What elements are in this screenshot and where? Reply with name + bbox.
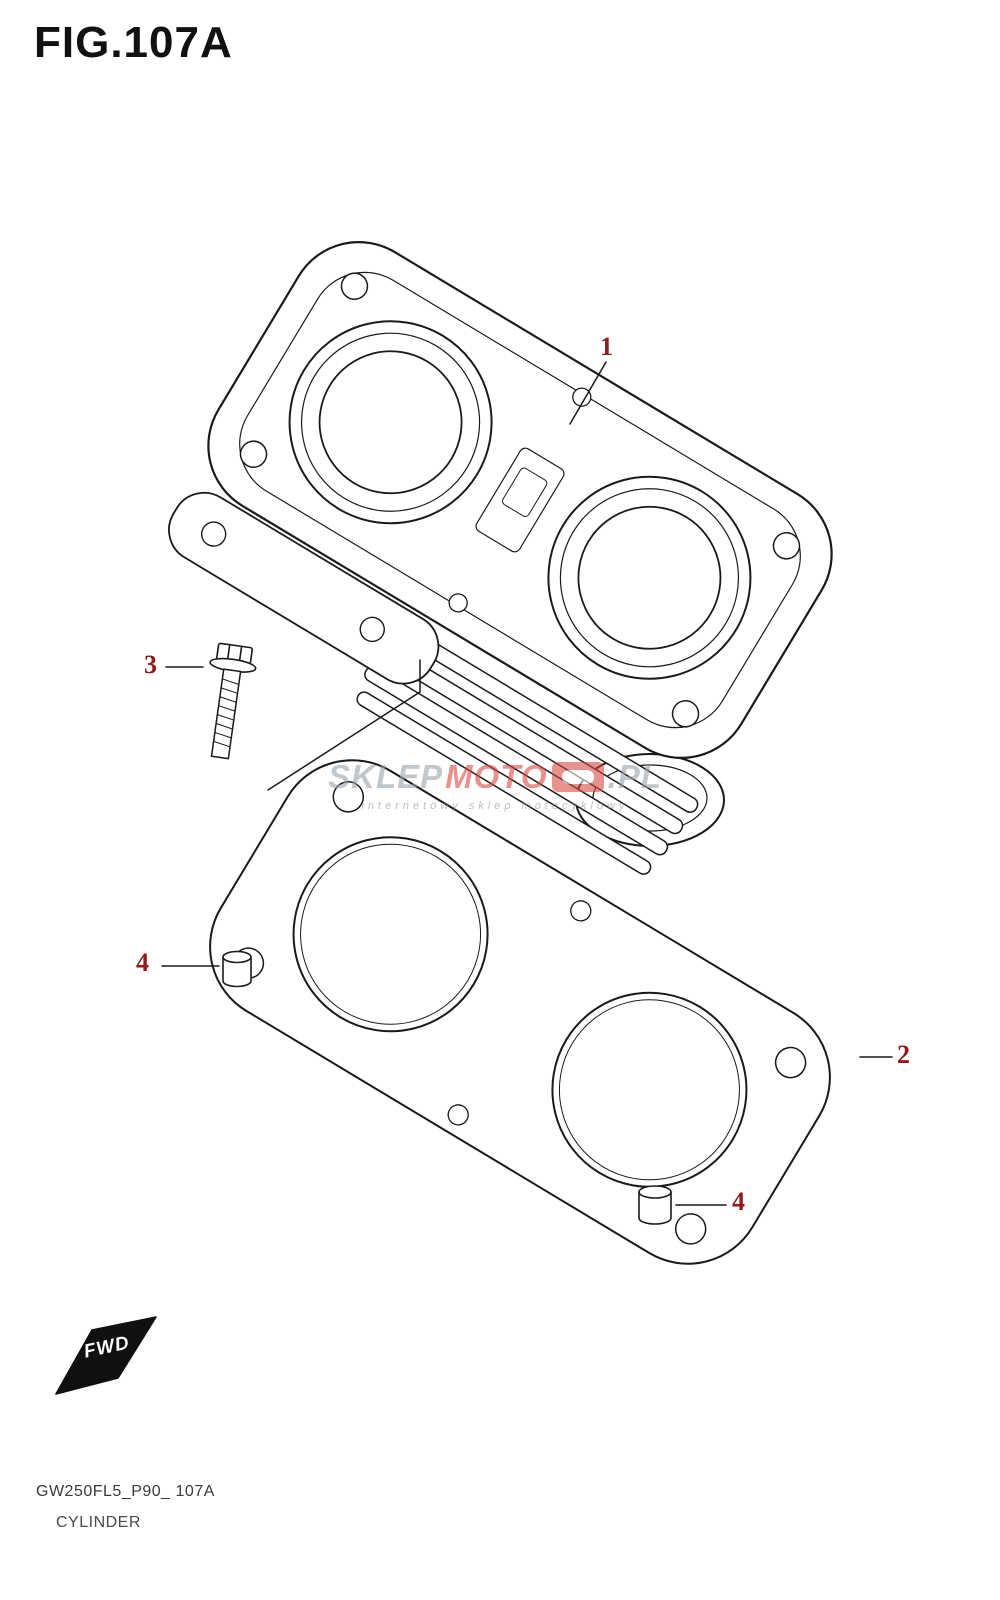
watermark-tagline: internetowy sklep motocyklowy [361, 800, 629, 812]
footer-part-name: CYLINDER [56, 1514, 141, 1531]
footer-part-code: GW250FL5_P90_ 107A [36, 1483, 215, 1500]
callout-2: 2 [897, 1040, 910, 1069]
callout-4a: 4 [136, 948, 149, 977]
bolt-drawing [209, 642, 257, 760]
fwd-arrow-icon [55, 1316, 157, 1395]
watermark-brand-mid: MOTO [445, 758, 548, 795]
watermark-logo-icon [551, 762, 604, 792]
watermark-brand-prefix: SKLEP [328, 758, 444, 795]
leader-line-1 [569, 361, 607, 425]
watermark-brand: SKLEP MOTO .PL [285, 758, 705, 796]
leader-line-bolt [267, 659, 421, 791]
watermark: SKLEP MOTO .PL internetowy sklep motocyk… [285, 758, 705, 812]
callout-3: 3 [144, 650, 157, 679]
leader-lines [161, 361, 893, 1206]
cylinder-bore-left [288, 320, 493, 525]
cylinder-drawing [168, 241, 833, 875]
gasket-drawing [209, 759, 831, 1265]
cylinder-bore-right [547, 475, 752, 680]
callout-4b: 4 [732, 1187, 745, 1216]
dowel-pin-drawing-right [638, 1185, 672, 1225]
watermark-brand-suffix: .PL [607, 758, 662, 795]
figure-title: FIG.107A [34, 18, 233, 67]
callout-1: 1 [600, 332, 613, 361]
cylinder-side-bracket [168, 491, 440, 685]
dowel-pin-drawing-left [222, 950, 252, 988]
